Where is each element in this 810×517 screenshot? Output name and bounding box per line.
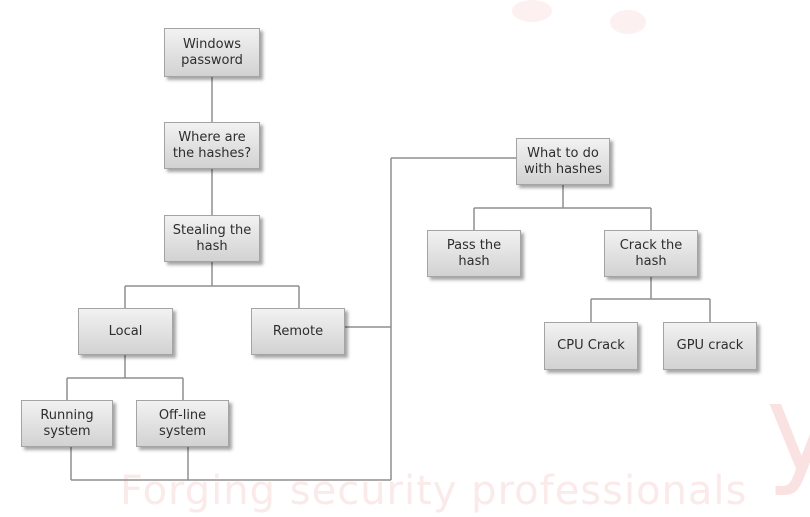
watermark-blob	[610, 10, 646, 34]
node-pass-the-hash[interactable]: Pass the hash	[427, 230, 521, 277]
node-where-are-hashes[interactable]: Where are the hashes?	[164, 122, 260, 169]
node-local[interactable]: Local	[78, 308, 173, 355]
node-offline-system[interactable]: Off-line system	[136, 400, 229, 447]
node-cpu-crack[interactable]: CPU Crack	[544, 322, 638, 370]
node-gpu-crack[interactable]: GPU crack	[663, 322, 757, 370]
watermark-tagline: Forging security professionals	[120, 468, 748, 514]
node-stealing-the-hash[interactable]: Stealing the hash	[164, 215, 260, 262]
watermark-blob	[512, 0, 552, 22]
node-windows-password[interactable]: Windows password	[164, 28, 260, 77]
node-remote[interactable]: Remote	[251, 308, 345, 355]
node-crack-the-hash[interactable]: Crack the hash	[604, 230, 698, 277]
watermark-logo: y	[766, 360, 810, 499]
node-what-to-do[interactable]: What to do with hashes	[516, 138, 610, 185]
node-running-system[interactable]: Running system	[21, 400, 113, 447]
